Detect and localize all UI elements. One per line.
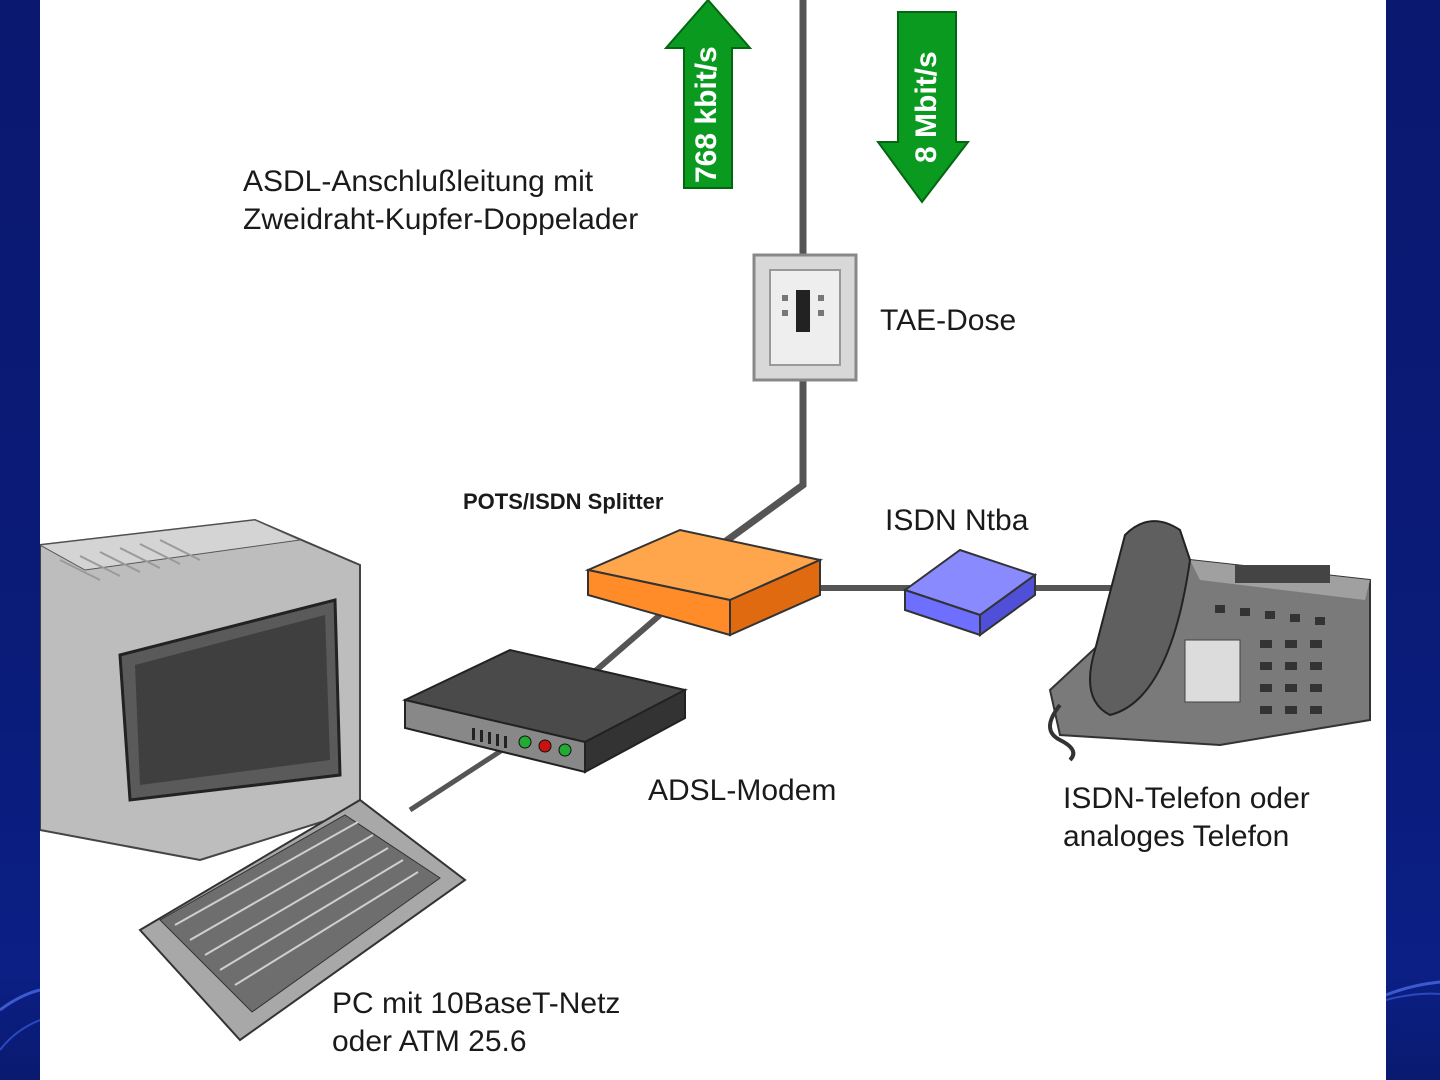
- slide-right-border: [1386, 0, 1440, 1080]
- led-green-1: [519, 736, 531, 748]
- upstream-rate-label: 768 kbit/s: [690, 46, 724, 183]
- line-label: ASDL-Anschlußleitung mit Zweidraht-Kupfe…: [243, 163, 638, 239]
- diagram-panel: 768 kbit/s 8 Mbit/s ASDL-Anschlußleitung…: [40, 0, 1386, 1080]
- swoosh-left-icon: [0, 970, 40, 1080]
- splitter-label: POTS/ISDN Splitter: [463, 488, 663, 516]
- desk-phone-icon: [1050, 521, 1370, 760]
- ntba-device-icon: [905, 550, 1035, 635]
- modem-to-pc-cable: [410, 745, 510, 810]
- led-red: [539, 740, 551, 752]
- tae-socket-icon: [754, 255, 856, 380]
- phone-label: ISDN-Telefon oder analoges Telefon: [1063, 780, 1310, 856]
- splitter-device-icon: [588, 530, 820, 635]
- modem-device-icon: [405, 650, 685, 772]
- led-green-2: [559, 744, 571, 756]
- swoosh-right-icon: [1386, 970, 1440, 1080]
- ntba-label: ISDN Ntba: [885, 502, 1028, 540]
- pc-label: PC mit 10BaseT-Netz oder ATM 25.6: [332, 985, 620, 1061]
- slide-left-border: [0, 0, 40, 1080]
- modem-label: ADSL-Modem: [648, 772, 836, 810]
- downstream-rate-label: 8 Mbit/s: [910, 51, 944, 163]
- crt-monitor-icon: [40, 520, 360, 860]
- tae-label: TAE-Dose: [880, 302, 1016, 340]
